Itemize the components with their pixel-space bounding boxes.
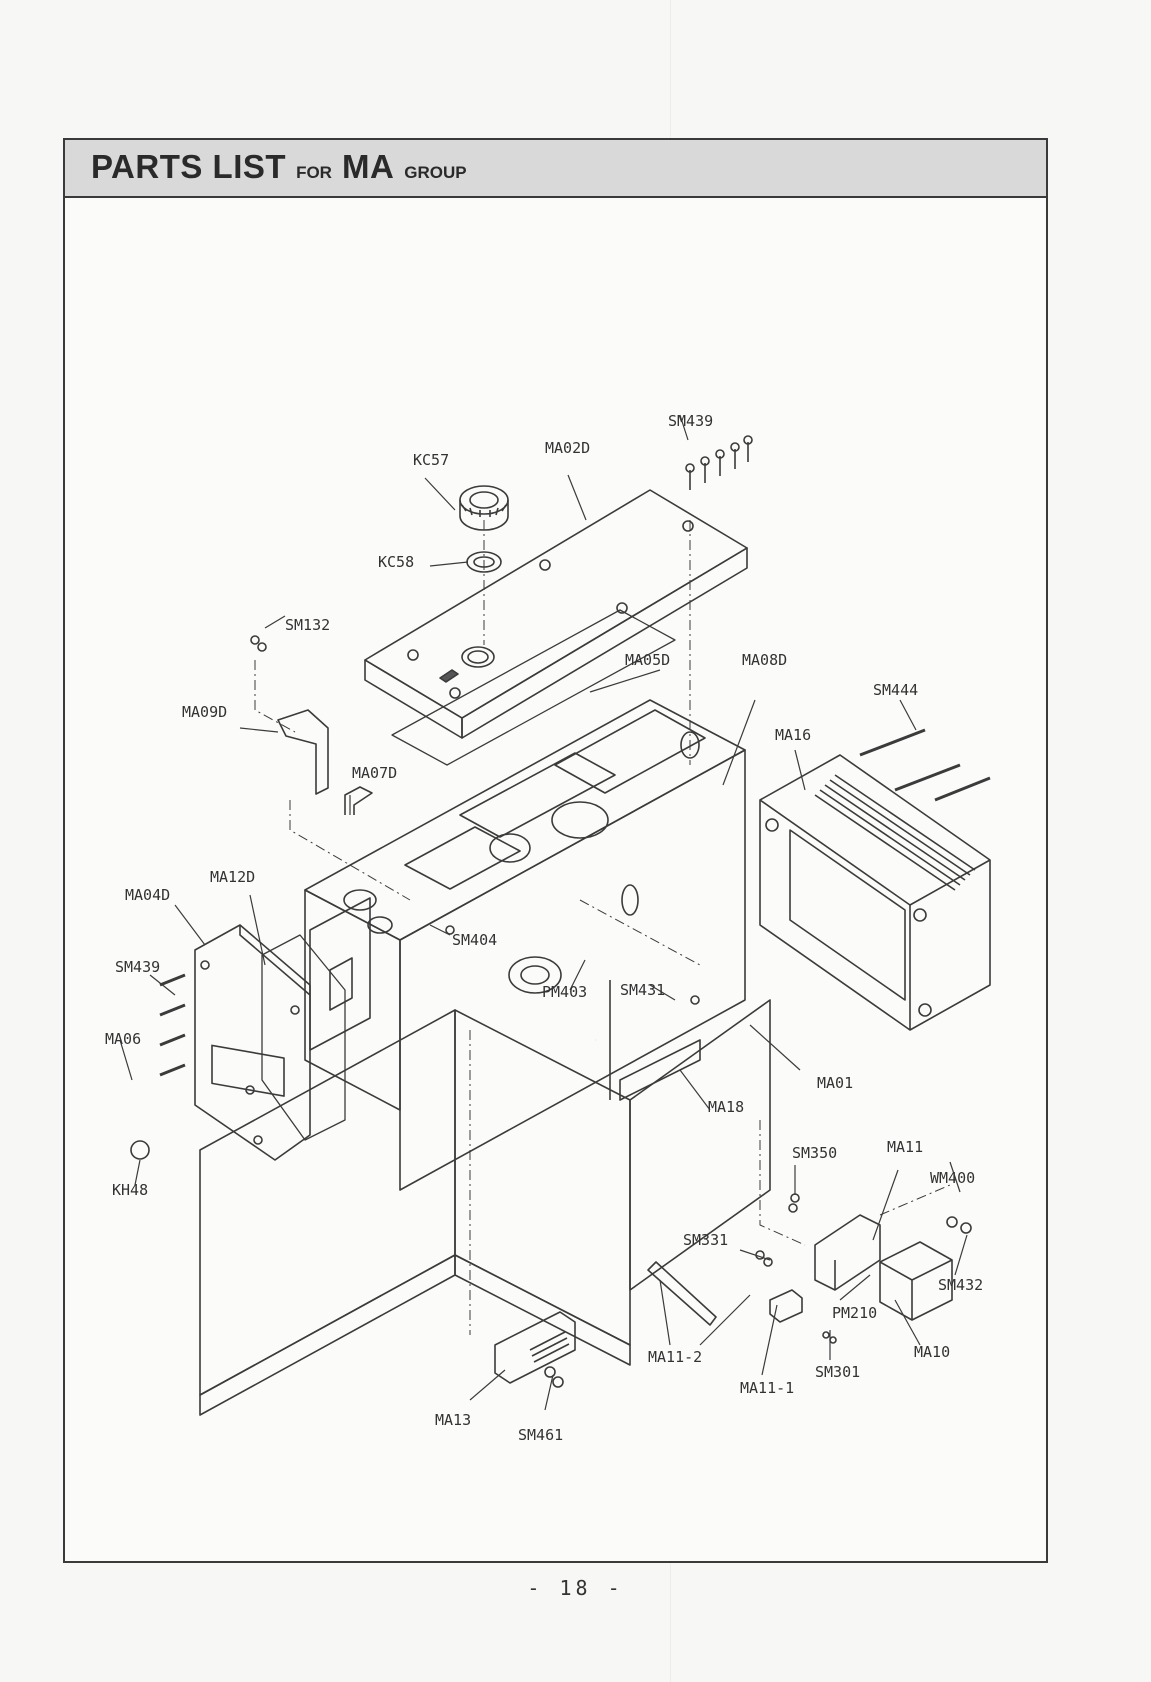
- label-ma06: MA06: [105, 1030, 141, 1048]
- label-ma07d: MA07D: [352, 764, 397, 782]
- spring-part: [345, 787, 372, 815]
- label-pm210: PM210: [832, 1304, 877, 1322]
- label-sm431: SM431: [620, 981, 665, 999]
- motor-bracket-part: [815, 1215, 880, 1290]
- label-pm403: PM403: [542, 983, 587, 1001]
- label-sm439-left: SM439: [115, 958, 160, 976]
- label-ma16: MA16: [775, 726, 811, 744]
- screws-group: [131, 436, 990, 1387]
- label-ma02d: MA02D: [545, 439, 590, 457]
- label-sm461: SM461: [518, 1426, 563, 1444]
- label-wm400: WM400: [930, 1169, 975, 1187]
- label-sm404: SM404: [452, 931, 497, 949]
- label-sm439-top: SM439: [668, 412, 713, 430]
- face-plate-part: [195, 925, 310, 1160]
- label-sm432: SM432: [938, 1276, 983, 1294]
- assembly-centerlines: [255, 520, 950, 1335]
- label-ma09d: MA09D: [182, 703, 227, 721]
- label-ma11: MA11: [887, 1138, 923, 1156]
- part-labels: SM439 MA02D KC57 KC58 SM132 MA05D MA08D …: [105, 412, 983, 1444]
- label-ma11-1: MA11-1: [740, 1379, 794, 1397]
- label-sm132: SM132: [285, 616, 330, 634]
- label-sm350: SM350: [792, 1144, 837, 1162]
- label-ma12d: MA12D: [210, 868, 255, 886]
- label-ma13: MA13: [435, 1411, 471, 1429]
- lever-part: [648, 1262, 716, 1325]
- foot-bracket-part: [495, 1312, 575, 1383]
- label-ma01: MA01: [817, 1074, 853, 1092]
- side-cover-part: [760, 755, 990, 1030]
- machine-body-part: [200, 700, 770, 1415]
- label-sm444: SM444: [873, 681, 918, 699]
- gasket-part: [392, 610, 675, 765]
- label-ma18: MA18: [708, 1098, 744, 1116]
- label-ma08d: MA08D: [742, 651, 787, 669]
- page-number: - 18 -: [0, 1576, 1151, 1600]
- label-kc57: KC57: [413, 451, 449, 469]
- label-sm301: SM301: [815, 1363, 860, 1381]
- label-kc58: KC58: [378, 553, 414, 571]
- label-kh48: KH48: [112, 1181, 148, 1199]
- label-sm331: SM331: [683, 1231, 728, 1249]
- bracket-part: [278, 710, 328, 794]
- label-ma10: MA10: [914, 1343, 950, 1361]
- leader-lines: [120, 415, 967, 1410]
- label-ma04d: MA04D: [125, 886, 170, 904]
- label-ma05d: MA05D: [625, 651, 670, 669]
- label-ma11-2: MA11-2: [648, 1348, 702, 1366]
